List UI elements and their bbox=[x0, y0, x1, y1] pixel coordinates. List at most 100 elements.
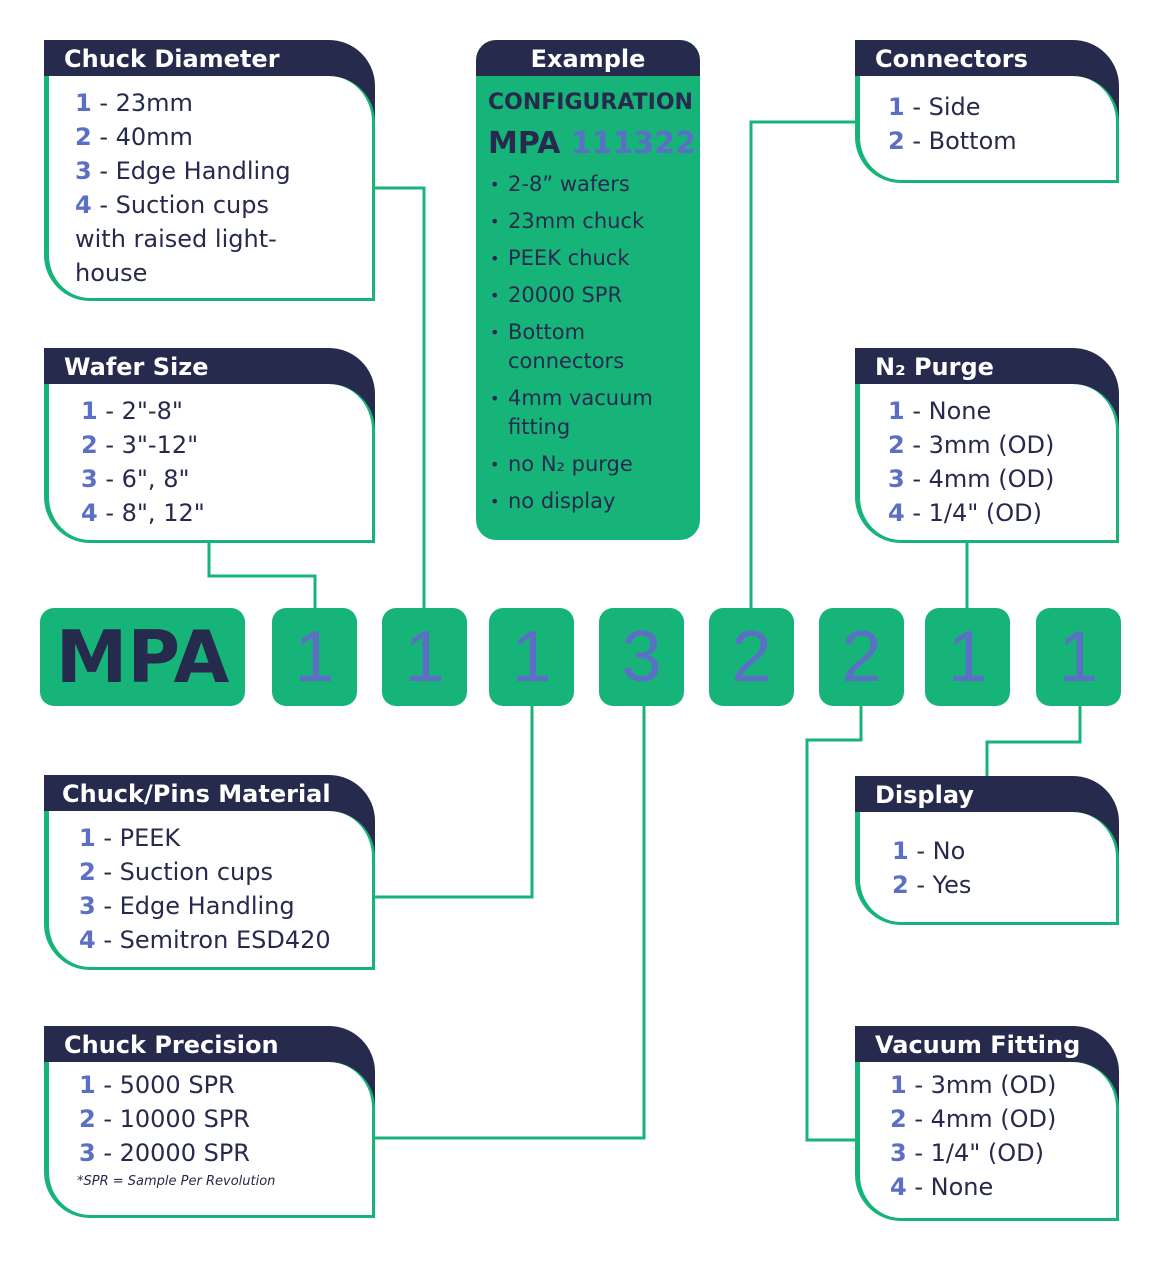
card-body: 1 - PEEK 2 - Suction cups 3 - Edge Handl… bbox=[44, 811, 375, 970]
card-body: 1 - 2"-8" 2 - 3"-12" 3 - 6", 8" 4 - 8", … bbox=[44, 384, 375, 543]
example-item: 2-8” wafers bbox=[490, 170, 692, 199]
card-chuck-precision: Chuck Precision 1 - 5000 SPR 2 - 10000 S… bbox=[44, 1026, 375, 1218]
option-number: 1 bbox=[79, 824, 96, 852]
option-label: - 3mm (OD) bbox=[904, 431, 1055, 459]
option-number: 3 bbox=[75, 157, 92, 185]
option-number: 4 bbox=[890, 1173, 907, 1201]
option-item: 4 - None bbox=[890, 1170, 1098, 1204]
card-body: 1 - Side 2 - Bottom bbox=[855, 76, 1119, 183]
option-number: 1 bbox=[75, 89, 92, 117]
option-item: 2 - 40mm bbox=[75, 120, 354, 154]
code-digit: 1 bbox=[404, 617, 445, 697]
option-number: 2 bbox=[888, 431, 905, 459]
option-number: 2 bbox=[892, 871, 909, 899]
option-label: - 8", 12" bbox=[97, 499, 205, 527]
line-chuck-precision bbox=[375, 705, 646, 1140]
option-item: 1 - None bbox=[888, 394, 1098, 428]
code-digit-box: 1 bbox=[489, 608, 574, 706]
card-body: 1 - 3mm (OD) 2 - 4mm (OD) 3 - 1/4" (OD) … bbox=[855, 1062, 1119, 1221]
option-item: 1 - 2"-8" bbox=[81, 394, 354, 428]
card-title: N₂ Purge bbox=[875, 353, 994, 381]
option-item: 2 - 3mm (OD) bbox=[888, 428, 1098, 462]
option-number: 1 bbox=[892, 837, 909, 865]
option-label: - 4mm (OD) bbox=[904, 465, 1055, 493]
line-vacuum-fitting bbox=[805, 705, 863, 1142]
option-item: 3 - 20000 SPR bbox=[79, 1136, 354, 1170]
option-label: - Semitron ESD420 bbox=[95, 926, 331, 954]
line-chuck-diameter bbox=[373, 186, 426, 610]
option-item: 4 - Suction cups with raised light-house bbox=[75, 188, 315, 290]
option-label: - No bbox=[908, 837, 966, 865]
option-item: 3 - 4mm (OD) bbox=[888, 462, 1098, 496]
option-number: 3 bbox=[79, 1139, 96, 1167]
option-item: 2 - Yes bbox=[892, 868, 1098, 902]
code-digit-box: 2 bbox=[819, 608, 904, 706]
code-prefix-box: MPA bbox=[40, 608, 245, 706]
option-item: 3 - 6", 8" bbox=[81, 462, 354, 496]
option-label: - 20000 SPR bbox=[95, 1139, 250, 1167]
code-digit: 1 bbox=[511, 617, 552, 697]
option-number: 2 bbox=[79, 1105, 96, 1133]
option-item: 1 - 5000 SPR bbox=[79, 1068, 354, 1102]
option-number: 3 bbox=[890, 1139, 907, 1167]
card-title: Chuck Precision bbox=[64, 1031, 279, 1059]
option-item: 1 - No bbox=[892, 834, 1098, 868]
option-number: 4 bbox=[81, 499, 98, 527]
option-label: - Suction cups bbox=[95, 858, 274, 886]
card-vacuum-fitting: Vacuum Fitting 1 - 3mm (OD) 2 - 4mm (OD)… bbox=[855, 1026, 1119, 1221]
card-body: 1 - None 2 - 3mm (OD) 3 - 4mm (OD) 4 - 1… bbox=[855, 384, 1119, 543]
line-connectors bbox=[749, 120, 857, 610]
option-label: - 5000 SPR bbox=[95, 1071, 235, 1099]
option-number: 1 bbox=[890, 1071, 907, 1099]
example-item: 20000 SPR bbox=[490, 281, 692, 310]
option-label: - Edge Handling bbox=[95, 892, 295, 920]
code-digit: 1 bbox=[947, 617, 988, 697]
option-label: - Suction cups with raised light-house bbox=[75, 191, 277, 287]
card-title: Display bbox=[875, 781, 974, 809]
card-title: Connectors bbox=[875, 45, 1028, 73]
example-item: PEEK chuck bbox=[490, 244, 692, 273]
option-label: - None bbox=[906, 1173, 994, 1201]
option-number: 4 bbox=[75, 191, 92, 219]
line-wafer-size bbox=[207, 542, 317, 610]
code-digit: 1 bbox=[1058, 617, 1099, 697]
card-display: Display 1 - No 2 - Yes bbox=[855, 776, 1119, 925]
example-item: Bottom connectors bbox=[490, 318, 692, 376]
code-digit-box: 1 bbox=[1036, 608, 1121, 706]
example-list: 2-8” wafers 23mm chuck PEEK chuck 20000 … bbox=[490, 170, 692, 524]
card-title: Wafer Size bbox=[64, 353, 209, 381]
option-label: - 2"-8" bbox=[97, 397, 183, 425]
card-chuck-pins-material: Chuck/Pins Material 1 - PEEK 2 - Suction… bbox=[44, 775, 375, 970]
spr-footnote: *SPR = Sample Per Revolution bbox=[77, 1174, 276, 1189]
option-label: - 1/4" (OD) bbox=[904, 499, 1043, 527]
code-digit-box: 3 bbox=[599, 608, 684, 706]
option-label: - PEEK bbox=[95, 824, 181, 852]
card-body: 1 - 23mm 2 - 40mm 3 - Edge Handling 4 - … bbox=[44, 76, 375, 301]
example-item: no display bbox=[490, 487, 692, 516]
option-item: 3 - 1/4" (OD) bbox=[890, 1136, 1098, 1170]
card-connectors: Connectors 1 - Side 2 - Bottom bbox=[855, 40, 1119, 183]
option-item: 1 - PEEK bbox=[79, 821, 354, 855]
option-item: 2 - 4mm (OD) bbox=[890, 1102, 1098, 1136]
option-label: - 6", 8" bbox=[97, 465, 190, 493]
code-digit-box: 1 bbox=[272, 608, 357, 706]
card-title: Vacuum Fitting bbox=[875, 1031, 1081, 1059]
option-label: - None bbox=[904, 397, 992, 425]
option-number: 2 bbox=[75, 123, 92, 151]
option-item: 1 - 23mm bbox=[75, 86, 354, 120]
line-chuck-pins-material bbox=[375, 705, 534, 899]
example-item: 4mm vacuum fitting bbox=[490, 384, 692, 442]
example-label: CONFIGURATION bbox=[488, 90, 693, 115]
option-label: - 23mm bbox=[91, 89, 193, 117]
code-digit: 1 bbox=[294, 617, 335, 697]
option-label: - Edge Handling bbox=[91, 157, 291, 185]
card-title: Chuck Diameter bbox=[64, 45, 280, 73]
option-number: 3 bbox=[888, 465, 905, 493]
example-header: Example bbox=[476, 40, 700, 76]
example-code-prefix: MPA bbox=[488, 126, 561, 161]
option-item: 1 - 3mm (OD) bbox=[890, 1068, 1098, 1102]
option-item: 1 - Side bbox=[888, 90, 1098, 124]
